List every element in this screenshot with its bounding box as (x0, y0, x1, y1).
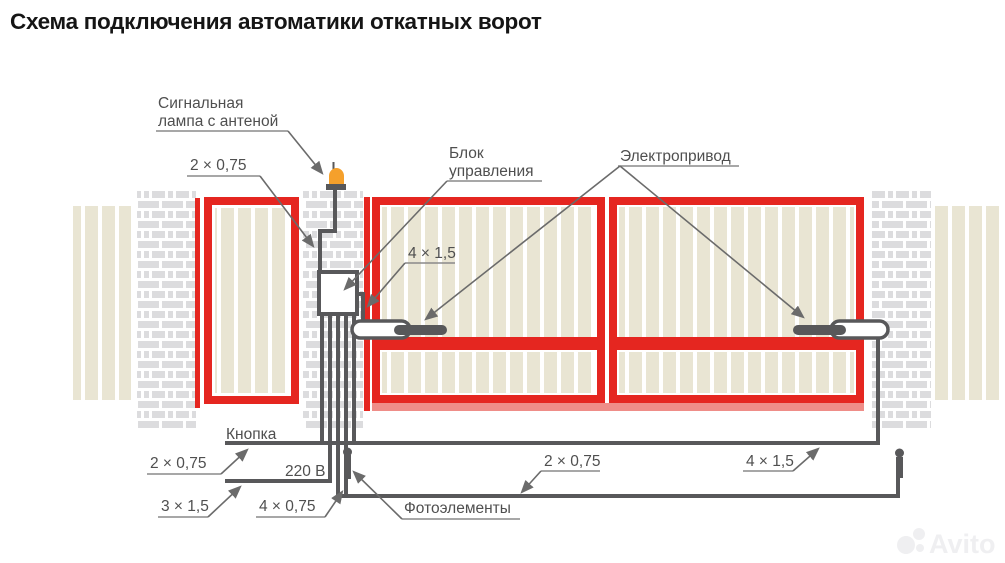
spec-photo-left-label: 4 × 0,75 (259, 498, 315, 515)
gate-panel-right-slats-upper (619, 207, 854, 337)
photocells-label: Фотоэлементы (404, 500, 511, 517)
actuator-left-rod (394, 325, 447, 335)
watermark-circle-medium (913, 528, 925, 540)
signal-lamp (326, 162, 346, 190)
callout-spec-lamp: 2 × 0,75 (187, 157, 315, 248)
control-unit-label-line1: Блок (449, 145, 484, 162)
photocell-right (895, 448, 904, 478)
photocells-leader (352, 470, 403, 520)
gate-panel-left-midrail (380, 337, 597, 350)
sliding-gate (364, 197, 864, 411)
photocell-left-body (344, 455, 351, 479)
spec-drive-near-label: 4 × 1,5 (408, 245, 456, 262)
spec-drive-far-leader (792, 447, 820, 472)
callout-spec-drive-near: 4 × 1,5 (366, 245, 456, 308)
callout-drive: Электропривод (424, 148, 805, 321)
signal-lamp-label-line1: Сигнальная (158, 95, 243, 112)
button-label: Кнопка (226, 426, 277, 443)
callout-spec-power: 3 × 1,5 (158, 485, 242, 518)
callout-control-unit: Блок управления (343, 145, 542, 291)
spec-power-label: 3 × 1,5 (161, 498, 209, 515)
drive-label: Электропривод (620, 148, 731, 165)
drive-actuator-left (350, 319, 447, 340)
callout-spec-drive-far: 4 × 1,5 (743, 447, 820, 472)
spec-lamp-label: 2 × 0,75 (190, 157, 246, 174)
signal-lamp-label-line2: лампа с антеной (158, 113, 278, 130)
watermark-circle-small (916, 544, 924, 552)
page-title: Схема подключения автоматики откатных во… (10, 9, 542, 34)
gate-panel-right (609, 197, 864, 403)
control-unit-box (317, 270, 359, 316)
callout-spec-button: 2 × 0,75 (147, 448, 249, 475)
watermark-circle-large (897, 536, 915, 554)
power-220v-cable (225, 314, 332, 483)
callout-signal-lamp: Сигнальная лампа с антеной (156, 95, 324, 175)
signal-lamp-leader (287, 130, 324, 175)
lamp-base (326, 184, 346, 190)
gate-panel-left-slats-upper (382, 207, 595, 337)
callout-spec-photo-span: 2 × 0,75 (520, 453, 600, 494)
brick-pillar-right (872, 188, 931, 428)
photocell-right-body (896, 457, 903, 478)
wicket-gate (195, 197, 299, 408)
photocell-right-lens (895, 448, 904, 458)
button-and-drive-cable-run (225, 338, 880, 445)
gate-panel-right-midrail (617, 337, 856, 350)
wicket-slats (215, 208, 288, 393)
spec-drive-far-label: 4 × 1,5 (746, 453, 794, 470)
actuator-right-rod (793, 325, 846, 335)
brick-pillar-left (137, 188, 196, 428)
gate-panel-left (372, 197, 605, 403)
spec-photo-left-leader (324, 490, 344, 518)
fence-left (73, 206, 131, 400)
wicket-post-stripe (195, 198, 200, 408)
spec-photo-span-label: 2 × 0,75 (544, 453, 600, 470)
drive-leader-right (619, 165, 805, 319)
lamp-cable (318, 190, 337, 272)
photocell-left (343, 447, 352, 479)
control-unit-label-line2: управления (449, 163, 534, 180)
gate-panel-right-slats-lower (619, 352, 854, 393)
photocell-left-lens (343, 447, 352, 457)
spec-button-leader (220, 448, 249, 475)
spec-power-leader (207, 485, 242, 518)
callout-spec-photo-left: 4 × 0,75 (256, 490, 344, 518)
gate-panel-left-slats-lower (382, 352, 595, 393)
control-unit-leader (343, 180, 448, 291)
voltage-label: 220 В (285, 463, 326, 480)
watermark-text: Avito (929, 529, 996, 559)
spec-drive-near-leader (366, 262, 406, 308)
lamp-dome (329, 168, 344, 185)
fence-right (932, 206, 1000, 400)
drive-actuator-right (793, 319, 890, 340)
drive-leader-left (424, 165, 621, 321)
gate-bottom-beam (372, 403, 864, 411)
watermark: Avito (897, 528, 996, 559)
spec-lamp-leader (259, 175, 315, 248)
spec-photo-span-leader (520, 470, 542, 494)
spec-button-label: 2 × 0,75 (150, 455, 206, 472)
callout-photocells: Фотоэлементы (352, 470, 520, 520)
